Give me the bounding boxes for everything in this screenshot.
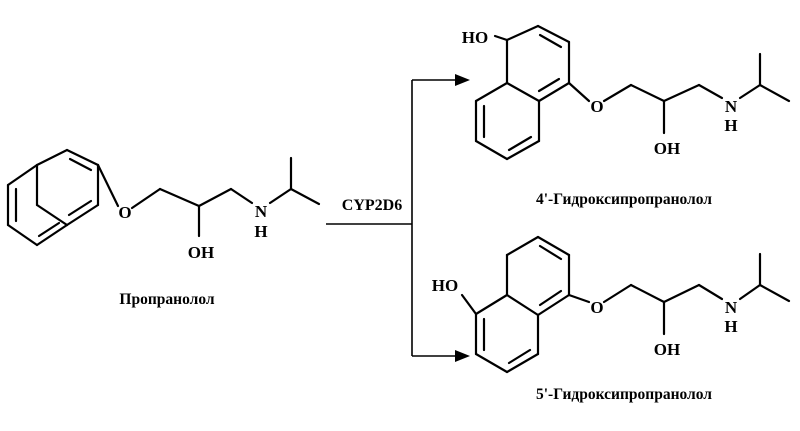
enzyme-label: CYP2D6: [342, 197, 402, 214]
nitrogen-atom: N: [725, 97, 738, 116]
oxygen-atom: O: [118, 203, 131, 222]
nitrogen-atom: N: [255, 202, 268, 221]
nitrogen-atom: N: [725, 298, 738, 317]
molecule-propranolol: O OH N H: [6, 148, 321, 262]
substrate-name: Пропранолол: [119, 291, 214, 308]
arrowhead-upper: [455, 74, 470, 86]
hydroxyl-group-aromatic: HO: [432, 276, 458, 295]
side-chain: [493, 34, 791, 135]
side-chain: [460, 252, 791, 336]
hydrogen-atom: H: [254, 222, 267, 241]
product-2-name: 5'-Гидроксипропранолол: [536, 386, 712, 403]
hydrogen-atom: H: [724, 317, 737, 336]
naphthalene-ring: [474, 24, 571, 161]
side-chain: [96, 156, 321, 238]
product-1-name: 4'-Гидроксипропранолол: [536, 191, 712, 208]
oxygen-atom: O: [590, 97, 603, 116]
molecule-4-hydroxypropranolol: HO O OH N H: [462, 24, 791, 161]
arrowhead-lower: [455, 350, 470, 362]
naphthalene-ring: [6, 148, 100, 247]
hydrogen-atom: H: [724, 116, 737, 135]
naphthalene-ring: [474, 235, 571, 374]
hydroxyl-group: OH: [654, 139, 680, 158]
hydroxyl-group-aromatic: HO: [462, 28, 488, 47]
hydroxyl-group: OH: [654, 340, 680, 359]
oxygen-atom: O: [590, 298, 603, 317]
reaction-arrow: [326, 74, 470, 362]
molecule-5-hydroxypropranolol: HO O OH N H: [432, 235, 791, 374]
hydroxyl-group: OH: [188, 243, 214, 262]
